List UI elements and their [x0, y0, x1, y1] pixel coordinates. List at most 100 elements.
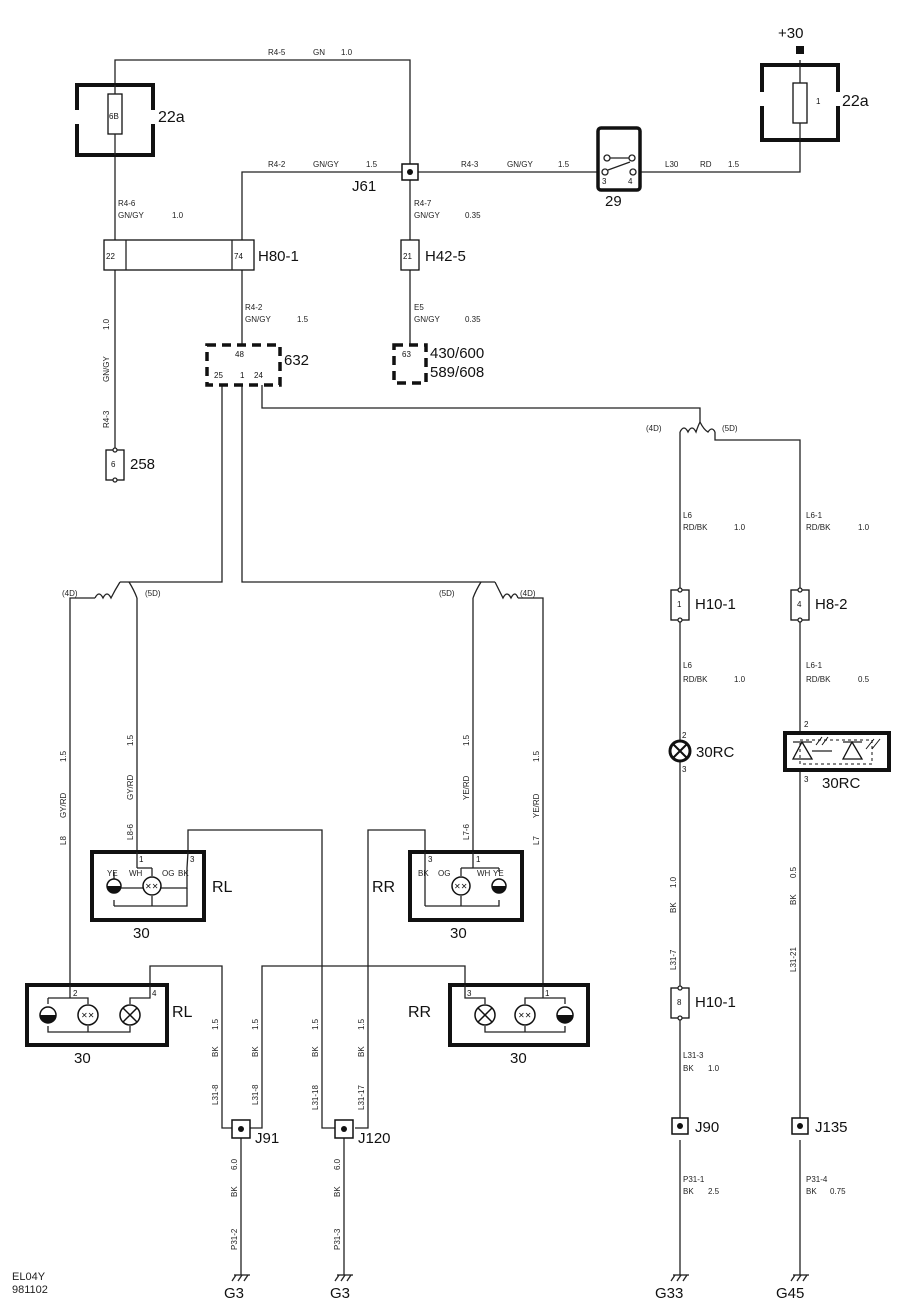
rl-lower-name: RL: [172, 1004, 193, 1021]
svg-text:1.5: 1.5: [532, 750, 541, 762]
svg-text:0.5: 0.5: [789, 866, 798, 878]
connector-430-600: 63 430/600 589/608: [392, 343, 484, 385]
connector-h10-1-bottom: 8 H10-1: [670, 985, 736, 1021]
svg-text:(5D): (5D): [439, 589, 455, 598]
connector-632: 48 25 1 24 632: [205, 343, 309, 387]
svg-text:(4D): (4D): [62, 589, 78, 598]
svg-text:L6: L6: [683, 511, 692, 520]
svg-text:BK: BK: [333, 1186, 342, 1197]
led-30rc-name: 30RC: [822, 775, 861, 792]
h8-pin: 4: [797, 600, 802, 609]
c632-pin-b: 1: [240, 371, 245, 380]
svg-text:0.5: 0.5: [858, 675, 870, 684]
rr-upper-pin-a: 3: [428, 855, 433, 864]
svg-text:P31-1: P31-1: [683, 1175, 705, 1184]
svg-text:0.35: 0.35: [465, 315, 481, 324]
svg-text:L31-3: L31-3: [683, 1051, 704, 1060]
svg-text:0.35: 0.35: [465, 211, 481, 220]
svg-text:1.0: 1.0: [172, 211, 184, 220]
ground-g3b: G3: [330, 1274, 353, 1302]
led-30rc: 2 3 30RC: [783, 720, 891, 792]
junction-j120: J120: [334, 1119, 391, 1147]
svg-text:1.0: 1.0: [734, 523, 746, 532]
svg-text:R4-5: R4-5: [268, 48, 286, 57]
rl-upper-name: RL: [212, 879, 233, 896]
rr-upper-c4: YE: [493, 869, 504, 878]
svg-text:✕✕: ✕✕: [518, 1011, 531, 1020]
svg-text:GN: GN: [313, 48, 325, 57]
svg-text:GN/GY: GN/GY: [414, 211, 440, 220]
svg-text:BK: BK: [806, 1187, 817, 1196]
svg-text:R4-3: R4-3: [102, 410, 111, 428]
rr-upper-c2: OG: [438, 869, 450, 878]
rr-upper-name: RR: [372, 879, 395, 896]
svg-text:P31-2: P31-2: [230, 1228, 239, 1250]
svg-text:E5: E5: [414, 303, 424, 312]
lamp-rr-upper: ✕✕ BK OG WH YE 3 1 RR 30: [372, 850, 524, 942]
svg-text:1.5: 1.5: [728, 160, 740, 169]
svg-text:R4-6: R4-6: [118, 199, 136, 208]
rl-lower-pin-b: 4: [152, 989, 157, 998]
svg-text:GN/GY: GN/GY: [313, 160, 339, 169]
svg-text:L31-21: L31-21: [789, 947, 798, 972]
svg-text:GN/GY: GN/GY: [245, 315, 271, 324]
svg-text:BK: BK: [211, 1046, 220, 1057]
junction-j135: J135: [791, 1117, 848, 1136]
c632-pin-top: 48: [235, 350, 244, 359]
fuse-22a-left: 6B 22a: [74, 83, 185, 157]
svg-text:1.5: 1.5: [211, 1018, 220, 1030]
j120-label: J120: [358, 1130, 391, 1147]
ground-symbols: G3 G3 G33 G45: [224, 1274, 809, 1302]
wire-lines: [69, 59, 801, 1275]
fuse-22a-right: +30 1 22a: [758, 25, 869, 142]
svg-text:R4-3: R4-3: [461, 160, 479, 169]
h80-pin-b: 74: [234, 252, 243, 261]
c258-name: 258: [130, 456, 155, 473]
svg-text:L7-6: L7-6: [462, 823, 471, 840]
c430-pin: 63: [402, 350, 411, 359]
svg-text:BK: BK: [311, 1046, 320, 1057]
svg-text:G3: G3: [224, 1285, 244, 1302]
svg-text:1.0: 1.0: [669, 876, 678, 888]
footer-date: 981102: [12, 1284, 48, 1296]
svg-text:G33: G33: [655, 1285, 683, 1302]
footer-code: EL04Y: [12, 1271, 46, 1283]
rl-lower-pin-a: 2: [73, 989, 78, 998]
svg-text:RD/BK: RD/BK: [806, 523, 831, 532]
supply-label: +30: [778, 25, 803, 42]
svg-text:L6-1: L6-1: [806, 511, 823, 520]
h42-name: H42-5: [425, 248, 466, 265]
h10-bottom-name: H10-1: [695, 994, 736, 1011]
svg-text:L31-17: L31-17: [357, 1085, 366, 1110]
j61-label: J61: [352, 178, 376, 195]
rr-upper-c3: WH: [477, 869, 491, 878]
svg-text:(5D): (5D): [145, 589, 161, 598]
h10-top-pin: 1: [677, 600, 682, 609]
svg-text:1.5: 1.5: [558, 160, 570, 169]
c632-name: 632: [284, 352, 309, 369]
c632-pin-c: 24: [254, 371, 263, 380]
svg-text:L31-18: L31-18: [311, 1085, 320, 1110]
connector-h10-1-top: 1 H10-1: [670, 587, 736, 623]
svg-text:1.5: 1.5: [366, 160, 378, 169]
rl-upper-num: 30: [133, 925, 150, 942]
h80-pin-a: 22: [106, 252, 115, 261]
svg-text:L6: L6: [683, 661, 692, 670]
switch-pin-b: 4: [628, 177, 633, 186]
svg-text:✕✕: ✕✕: [81, 1011, 94, 1020]
switch-pin-a: 3: [602, 177, 607, 186]
rl-upper-c2: WH: [129, 869, 143, 878]
h80-name: H80-1: [258, 248, 299, 265]
svg-text:G45: G45: [776, 1285, 804, 1302]
rr-lower-pin-b: 1: [545, 989, 550, 998]
connector-h8-2: 4 H8-2: [790, 587, 848, 623]
rr-upper-pin-b: 1: [476, 855, 481, 864]
c632-pin-a: 25: [214, 371, 223, 380]
svg-text:1.5: 1.5: [251, 1018, 260, 1030]
rr-lower-num: 30: [510, 1050, 527, 1067]
footer: EL04Y 981102: [12, 1271, 48, 1296]
svg-text:1.0: 1.0: [341, 48, 353, 57]
svg-text:1.5: 1.5: [357, 1018, 366, 1030]
svg-text:6.0: 6.0: [333, 1158, 342, 1170]
switch-29: 3 4 29: [596, 126, 642, 210]
